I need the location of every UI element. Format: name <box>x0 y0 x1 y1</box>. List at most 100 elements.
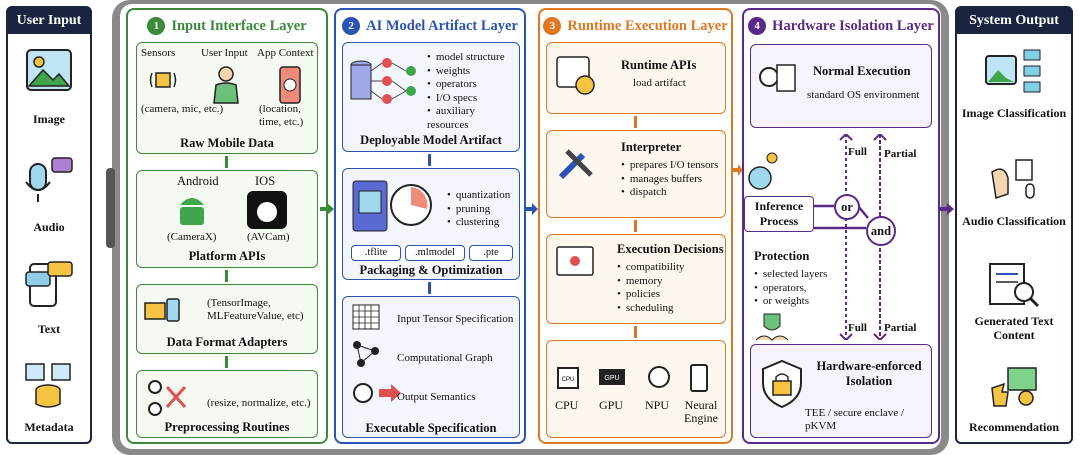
image-classification-icon <box>985 49 1041 93</box>
interpreter-box: Interpreter prepares I/O tensors manages… <box>546 130 726 218</box>
normal-execution-icon <box>759 64 796 92</box>
interpreter-title: Interpreter <box>621 140 682 154</box>
partial-label-top: Partial <box>884 148 917 160</box>
execution-decisions-box: Execution Decisions compatibility memory… <box>546 234 726 324</box>
user-input-title: User Input <box>8 8 90 34</box>
android-label: Android <box>177 174 219 188</box>
artifact-bullets: model structure weights operators I/O sp… <box>427 51 519 132</box>
normal-execution-box: Normal Execution standard OS environment <box>750 44 932 128</box>
arrow-l4-output <box>940 203 954 215</box>
protection-bullets: selected layers operators, or weights <box>754 268 827 309</box>
lock-shield-icon <box>762 359 802 409</box>
adapters-note: (TensorImage, MLFeatureValue, etc) <box>207 297 304 322</box>
protection-title: Protection <box>754 249 810 263</box>
output-recommendation: Recommendation <box>969 420 1059 434</box>
app-context-label: App Context <box>257 47 314 59</box>
user-person-icon <box>213 66 239 104</box>
apple-icon <box>247 191 287 229</box>
gears-shuffle-icon <box>148 380 187 416</box>
arrow-down-3 <box>225 356 228 368</box>
wrench-screwdriver-icon <box>558 149 593 180</box>
sensors-note: (camera, mic, etc.) <box>141 103 224 115</box>
execution-decisions-title: Execution Decisions <box>617 242 724 256</box>
app-phone-icon <box>279 66 301 104</box>
hardware-isolation-title: Hardware-enforced Isolation <box>816 359 922 388</box>
pte-tag: .pte <box>469 245 513 261</box>
platform-apis-box: Android IOS (CameraX) (AVCam) Platform A… <box>136 170 318 268</box>
packaging-bullets: quantization pruning clustering <box>447 189 510 230</box>
preprocessing-routines-box: (resize, normalize, etc.) Preprocessing … <box>136 370 318 438</box>
runtime-apis-title: Runtime APIs <box>621 58 697 72</box>
output-semantics-icon <box>353 383 401 403</box>
flow-connectors <box>814 134 887 340</box>
arrow-down-2 <box>225 270 228 282</box>
tensor-grid-icon <box>352 304 380 330</box>
arrow-down-5 <box>428 282 431 294</box>
arrow-l2-l3 <box>526 203 538 215</box>
arrow-down-8 <box>634 326 637 338</box>
computational-graph-label: Computational Graph <box>397 352 493 364</box>
preprocessing-routines-title: Preprocessing Routines <box>164 420 290 434</box>
ios-label: IOS <box>255 174 276 188</box>
microphone-icon <box>25 157 73 202</box>
packaging-optimization-title: Packaging & Optimization <box>359 263 503 277</box>
data-format-adapters-box: (TensorImage, MLFeatureValue, etc) Data … <box>136 284 318 354</box>
raw-mobile-data-title: Raw Mobile Data <box>180 136 274 150</box>
arrow-down-6 <box>634 116 637 128</box>
metadata-database-icon <box>25 363 71 408</box>
decisions-bullets: compatibility memory policies scheduling <box>617 261 685 315</box>
partial-label-bottom: Partial <box>884 322 917 334</box>
mlmodel-tag: .mlmodel <box>405 245 465 261</box>
svg-text:CPU: CPU <box>562 377 575 383</box>
generated-text-icon <box>989 263 1040 308</box>
idea-head-icon <box>748 152 778 190</box>
tflite-tag: .tflite <box>351 245 401 261</box>
system-output-panel: System Output Image Classification Audio… <box>955 6 1073 444</box>
android-icon <box>180 198 204 225</box>
cpu-label: CPU <box>555 398 579 412</box>
ai-model-artifact-layer: 2AI Model Artifact Layer model structure… <box>334 8 526 444</box>
output-semantics-label: Output Semantics <box>397 391 476 403</box>
system-output-title: System Output <box>957 8 1071 34</box>
full-label-top: Full <box>848 146 867 158</box>
and-node: and <box>866 216 896 246</box>
device-side-button <box>106 168 115 248</box>
executable-specification-title: Executable Specification <box>365 421 497 435</box>
decision-screen-icon <box>556 246 594 276</box>
deployable-model-artifact-box: model structure weights operators I/O sp… <box>342 42 520 152</box>
computational-graph-icon <box>353 341 379 367</box>
executable-specification-box: Input Tensor Specification Computational… <box>342 296 520 438</box>
neural-engine-label: Neural Engine <box>684 398 718 425</box>
recommendation-icon <box>991 367 1037 407</box>
user-input-panel: User Input Image Audio Text Metadata <box>6 6 92 444</box>
npu-brain-icon <box>648 366 670 388</box>
app-context-note: (location, time, etc.) <box>259 103 304 128</box>
arrow-down-4 <box>428 154 431 166</box>
input-image-label: Image <box>33 112 65 126</box>
npu-label: NPU <box>645 398 670 412</box>
deployable-model-artifact-title: Deployable Model Artifact <box>360 133 502 147</box>
arrow-down-1 <box>225 156 228 168</box>
neural-engine-icon <box>690 364 708 392</box>
normal-execution-title: Normal Execution <box>813 64 911 78</box>
normal-execution-note: standard OS environment <box>807 89 920 101</box>
adapter-devices-icon <box>144 298 180 322</box>
input-text-label: Text <box>37 322 61 336</box>
svg-text:GPU: GPU <box>604 375 619 382</box>
or-node: or <box>834 194 860 220</box>
image-icon <box>26 49 72 91</box>
hardware-isolation-note: TEE / secure enclave / pKVM <box>805 407 904 432</box>
gpu-label: GPU <box>599 398 624 412</box>
arrow-down-7 <box>634 220 637 232</box>
android-note: (CameraX) <box>167 231 217 243</box>
runtime-apis-note: load artifact <box>633 77 686 89</box>
output-image-classification: Image Classification <box>961 106 1067 120</box>
audio-classification-icon <box>991 159 1035 199</box>
